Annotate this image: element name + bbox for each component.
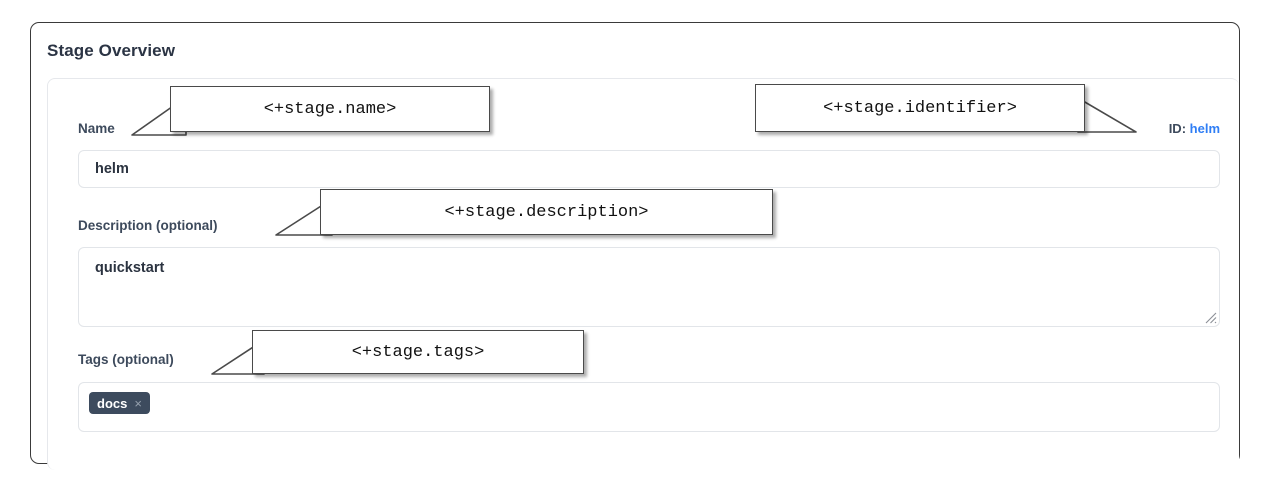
annotation-callout-stage-tags: <+stage.tags> xyxy=(252,330,584,374)
description-field-label: Description (optional) xyxy=(78,218,218,233)
stage-identifier-prefix: ID: xyxy=(1168,121,1187,136)
annotation-callout-stage-name: <+stage.name> xyxy=(170,86,490,132)
description-textarea[interactable] xyxy=(78,247,1220,327)
tag-chip[interactable]: docs × xyxy=(89,392,150,414)
tag-remove-icon[interactable]: × xyxy=(134,395,142,411)
page-title: Stage Overview xyxy=(47,41,176,60)
tags-input-box[interactable]: docs × xyxy=(78,382,1220,432)
stage-identifier-line: ID: helm xyxy=(1169,121,1220,136)
name-input[interactable] xyxy=(78,150,1220,188)
tag-chip-label: docs xyxy=(97,395,128,411)
annotation-callout-stage-identifier: <+stage.identifier> xyxy=(755,84,1085,132)
stage-identifier-value[interactable]: helm xyxy=(1189,121,1220,136)
annotation-callout-stage-description: <+stage.description> xyxy=(320,189,773,235)
tags-field-label: Tags (optional) xyxy=(78,352,174,367)
name-field-label: Name xyxy=(78,121,115,136)
